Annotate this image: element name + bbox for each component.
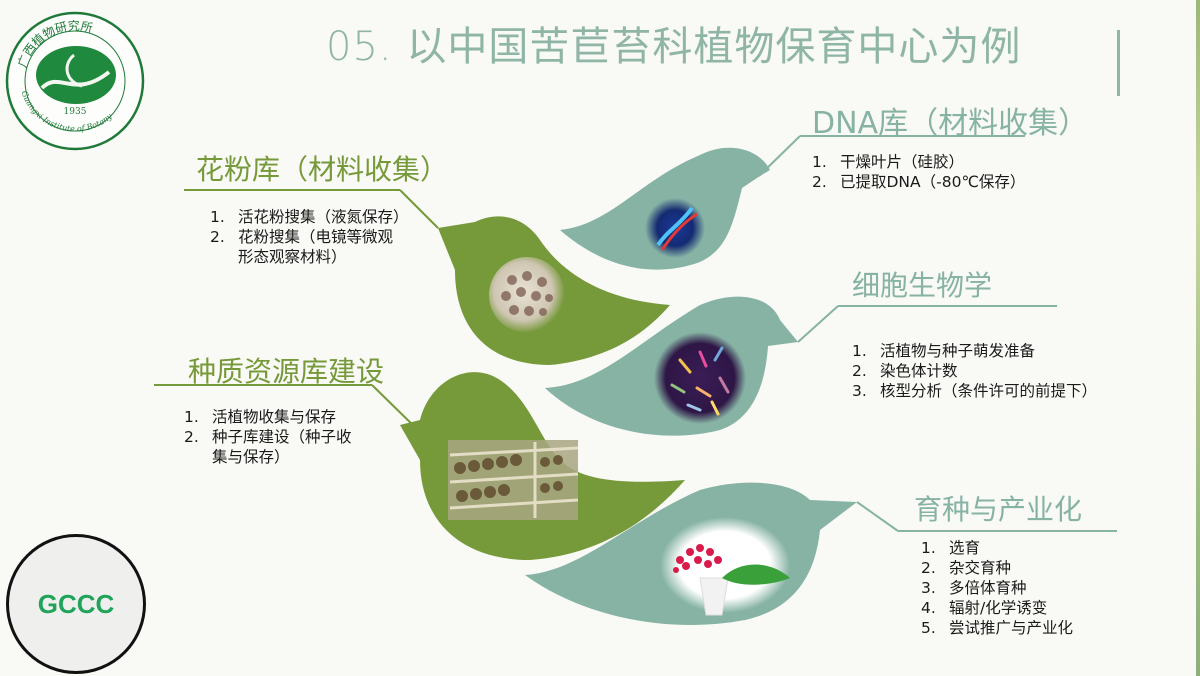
cell-list: 1.活植物与种子萌发准备 2.染色体计数 3.核型分析（条件许可的前提下） xyxy=(852,341,1097,401)
list-item: 形态观察材料） xyxy=(238,248,347,266)
list-item: 3.核型分析（条件许可的前提下） xyxy=(852,382,1098,400)
list-item: 1.活花粉搜集（液氮保存） xyxy=(210,208,409,226)
dna-heading: DNA库（材料收集） xyxy=(812,106,1089,141)
pollen-heading: 花粉库（材料收集） xyxy=(196,153,449,186)
right-edge-decoration xyxy=(1196,0,1200,676)
seed-bank-shelves-image xyxy=(448,440,579,520)
list-item: 3.多倍体育种 xyxy=(921,579,1027,597)
list-item: 2.染色体计数 xyxy=(852,362,958,380)
list-item: 5.尝试推广与产业化 xyxy=(921,619,1074,637)
gccc-label: GCCC xyxy=(37,588,115,619)
cell-heading: 细胞生物学 xyxy=(852,269,993,302)
bird-cell xyxy=(545,296,798,436)
connector-cell xyxy=(797,305,1057,343)
gccc-badge: GCCC xyxy=(6,534,146,674)
list-item: 1.活植物收集与保存 xyxy=(184,408,337,426)
title-divider xyxy=(1117,30,1120,96)
list-item: 4.辐射/化学诱变 xyxy=(921,599,1048,617)
connector-breeding xyxy=(856,501,1117,532)
list-item: 2.花粉搜集（电镜等微观 xyxy=(210,228,394,246)
list-item: 1.干燥叶片（硅胶） xyxy=(812,153,965,171)
breeding-heading: 育种与产业化 xyxy=(914,493,1083,526)
pollen-grain-image xyxy=(489,257,565,333)
institute-logo: 1935 广西植物研究所 Guangxi Institute of Botany xyxy=(4,10,146,152)
chromosomes-image xyxy=(654,332,746,424)
bird-pollen xyxy=(438,216,670,365)
list-item: 2.已提取DNA（-80℃保存） xyxy=(812,173,1026,191)
bird-dna xyxy=(560,147,770,270)
breeding-list: 1.选育 2.杂交育种 3.多倍体育种 4.辐射/化学诱变 5.尝试推广与产业化 xyxy=(921,538,1073,638)
list-item: 1.活植物与种子萌发准备 xyxy=(852,342,1036,360)
list-item: 2.种子库建设（种子收 xyxy=(184,428,352,446)
connector-pollen xyxy=(184,189,439,229)
list-item: 集与保存） xyxy=(212,448,290,466)
slide-title: 05. 以中国苦苣苔科植物保育中心为例 xyxy=(326,24,1022,70)
germplasm-list: 1.活植物收集与保存 2.种子库建设（种子收 集与保存） xyxy=(184,407,352,467)
dna-list: 1.干燥叶片（硅胶） 2.已提取DNA（-80℃保存） xyxy=(812,152,1025,192)
svg-text:1935: 1935 xyxy=(64,107,87,117)
bird-germplasm xyxy=(400,372,685,560)
germplasm-heading: 种质资源库建设 xyxy=(188,355,385,388)
pollen-list: 1.活花粉搜集（液氮保存） 2.花粉搜集（电镜等微观 形态观察材料） xyxy=(210,207,409,267)
list-item: 1.选育 xyxy=(921,539,981,557)
list-item: 2.杂交育种 xyxy=(921,559,1012,577)
bird-breeding xyxy=(525,482,857,625)
potted-flower-image xyxy=(673,544,790,616)
